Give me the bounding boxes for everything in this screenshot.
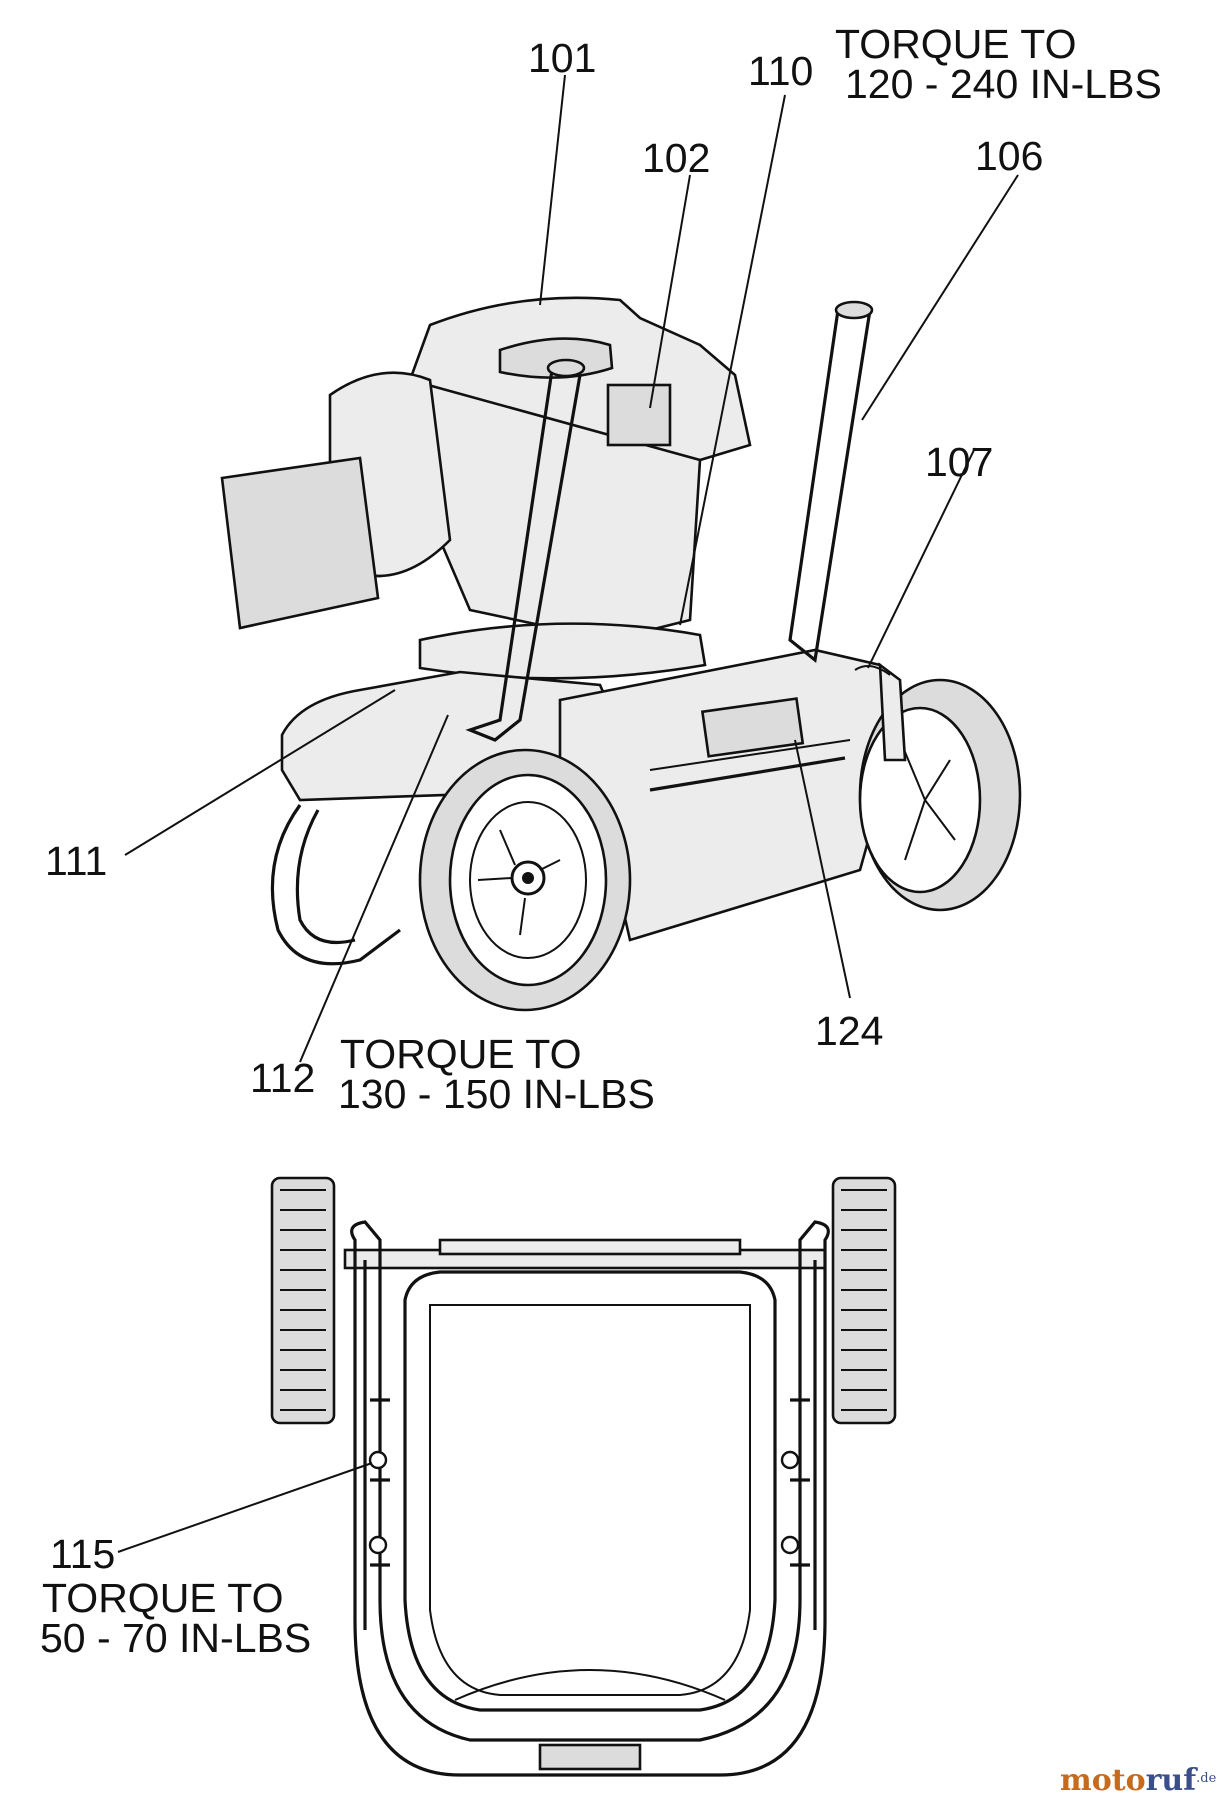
- lower-frame-loop: [270, 804, 401, 966]
- lower-frame-loop-inner: [295, 809, 356, 945]
- callout-111: 111: [45, 838, 107, 884]
- leader-124: [794, 739, 851, 999]
- leader-101: [539, 74, 566, 306]
- right-handle-cap: [834, 300, 874, 320]
- shroud-edge: [649, 739, 851, 771]
- left-wheel: [418, 748, 632, 1012]
- bottom-right-wheel: [831, 1176, 897, 1425]
- callout-110: 110: [748, 48, 813, 94]
- bottom-frame-outer: [350, 1220, 830, 1777]
- air-filter-box: [220, 456, 380, 630]
- lower-assembly-drawing: [270, 1176, 897, 1777]
- bottom-frame-inner: [403, 1270, 777, 1712]
- bolt-left-upper: [368, 1450, 388, 1470]
- left-handle-tube: [465, 369, 582, 742]
- bottom-inner-tub: [429, 1304, 751, 1696]
- upper-leader-lines: [124, 74, 1019, 1063]
- torque-note-110-line2: 120 - 240 IN-LBS: [845, 61, 1162, 107]
- engine-label-plate: [606, 383, 672, 447]
- bottom-nozzle-holder: [538, 1743, 642, 1771]
- upper-assembly-drawing: [220, 296, 1022, 1012]
- leader-115: [117, 1462, 373, 1553]
- callout-124: 124: [815, 1008, 883, 1054]
- left-handle-cap: [546, 358, 586, 378]
- leader-111: [124, 689, 396, 856]
- bolt-left-lower: [368, 1535, 388, 1555]
- callout-labels: 101 102 110 106 107 111 112 124 115: [45, 35, 1043, 1577]
- callout-102: 102: [642, 135, 710, 181]
- leader-112: [299, 714, 449, 1063]
- bottom-tub-curve: [454, 1669, 726, 1701]
- torque-note-110-line1: TORQUE TO: [835, 21, 1077, 67]
- rear-bracket-lip: [854, 665, 891, 676]
- torque-notes: TORQUE TO 120 - 240 IN-LBS TORQUE TO 130…: [40, 21, 1162, 1661]
- bolt-right-lower: [780, 1535, 800, 1555]
- watermark-text: motoruf.de: [1060, 1763, 1217, 1798]
- leader-110: [679, 94, 786, 626]
- bolt-right-upper: [780, 1450, 800, 1470]
- leader-106: [861, 174, 1019, 421]
- callout-101: 101: [528, 35, 596, 81]
- shroud-handle-slot: [649, 756, 846, 792]
- warning-decal: [700, 697, 805, 758]
- callout-112: 112: [250, 1055, 315, 1101]
- torque-note-112-line2: 130 - 150 IN-LBS: [338, 1071, 655, 1117]
- torque-note-112-line1: TORQUE TO: [340, 1031, 582, 1077]
- bottom-left-wheel: [270, 1176, 336, 1425]
- rear-bracket: [878, 662, 907, 762]
- torque-note-115-line1: TORQUE TO: [42, 1575, 284, 1621]
- callout-106: 106: [975, 133, 1043, 179]
- callout-107: 107: [925, 439, 993, 485]
- leader-107: [867, 447, 976, 669]
- leader-102: [649, 174, 691, 409]
- bottom-top-plate: [438, 1238, 742, 1256]
- right-handle-tube: [788, 309, 872, 663]
- callout-115: 115: [50, 1531, 115, 1577]
- pump-base: [418, 622, 707, 680]
- watermark-logo: motoruf.de: [1060, 1763, 1217, 1798]
- torque-note-115-line2: 50 - 70 IN-LBS: [40, 1615, 311, 1661]
